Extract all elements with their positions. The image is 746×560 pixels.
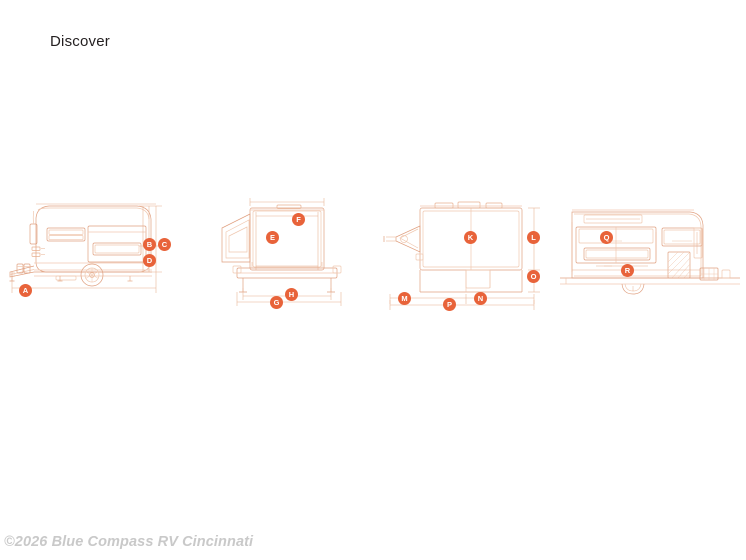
dimension-badge-n[interactable]: N <box>474 292 487 305</box>
dimension-badge-c[interactable]: C <box>158 238 171 251</box>
dimension-badge-a[interactable]: A <box>19 284 32 297</box>
dimension-badge-h[interactable]: H <box>285 288 298 301</box>
dimension-badge-e[interactable]: E <box>266 231 279 244</box>
dimension-badge-g[interactable]: G <box>270 296 283 309</box>
diagram-interior-side-view <box>560 209 740 295</box>
dimension-badge-q[interactable]: Q <box>600 231 613 244</box>
dimension-badge-f[interactable]: F <box>292 213 305 226</box>
diagram-rear-view <box>221 198 342 306</box>
copyright-watermark: ©2026 Blue Compass RV Cincinnati <box>4 534 254 550</box>
dimension-badge-m[interactable]: M <box>398 292 411 305</box>
dimension-badge-r[interactable]: R <box>621 264 634 277</box>
page-title: Discover <box>50 33 110 50</box>
dimension-badge-o[interactable]: O <box>527 270 540 283</box>
dimension-badge-d[interactable]: D <box>143 254 156 267</box>
dimension-badge-l[interactable]: L <box>527 231 540 244</box>
dimension-badge-b[interactable]: B <box>143 238 156 251</box>
dimension-badge-k[interactable]: K <box>464 231 477 244</box>
dimension-badge-p[interactable]: P <box>443 298 456 311</box>
diagram-side-view <box>9 203 162 293</box>
